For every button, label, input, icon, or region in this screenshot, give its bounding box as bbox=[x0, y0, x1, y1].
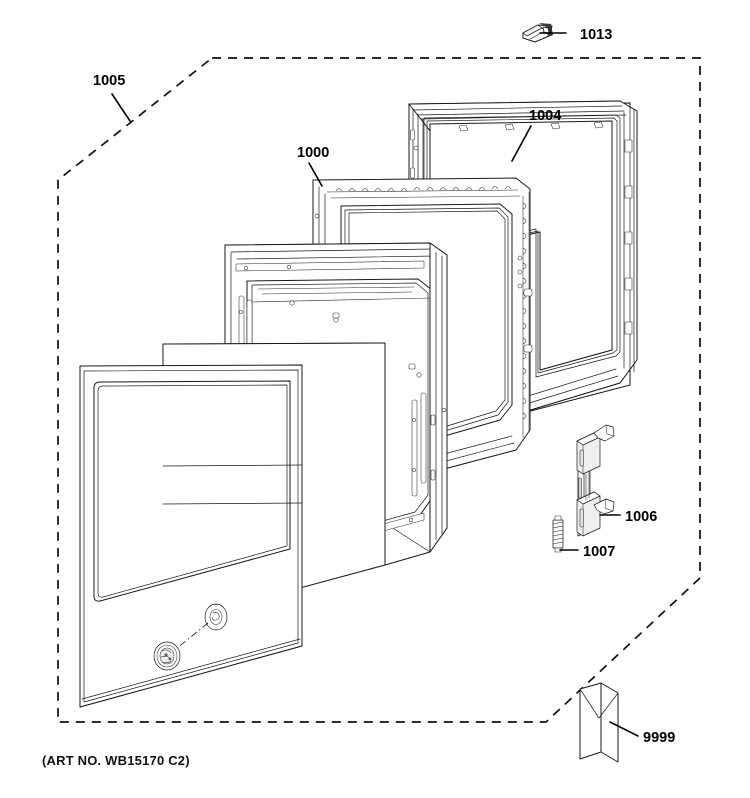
callout-leader-9999 bbox=[609, 721, 639, 737]
callout-label-1006: 1006 bbox=[625, 509, 657, 525]
callout-label-1013: 1013 bbox=[580, 27, 612, 43]
callout-leader-1005 bbox=[111, 93, 131, 122]
callout-1013: 1013 bbox=[539, 27, 612, 43]
callout-1004: 1004 bbox=[511, 108, 561, 162]
callout-layer: 1013 1005 1004 1000 1006 1007 9999 bbox=[93, 27, 675, 746]
part-outer-door-panel bbox=[79, 342, 386, 708]
part-1013-latch-key bbox=[522, 23, 553, 43]
callout-leader-1000 bbox=[308, 162, 323, 187]
callout-label-9999: 9999 bbox=[643, 730, 675, 746]
callout-1000: 1000 bbox=[297, 145, 329, 187]
callout-leader-1004 bbox=[511, 125, 532, 162]
callout-label-1004: 1004 bbox=[529, 108, 561, 124]
art-number-note: (ART NO. WB15170 C2) bbox=[42, 753, 190, 768]
part-1007-latch-spring bbox=[552, 515, 564, 553]
callout-1007: 1007 bbox=[559, 544, 615, 560]
callout-label-1000: 1000 bbox=[297, 145, 329, 161]
callout-label-1005: 1005 bbox=[93, 73, 125, 89]
callout-9999: 9999 bbox=[609, 721, 675, 746]
part-screw-cap-plug bbox=[153, 622, 209, 671]
assembly-leader-dashdot bbox=[175, 622, 209, 650]
callout-1005: 1005 bbox=[93, 73, 131, 122]
callout-1006: 1006 bbox=[599, 509, 657, 525]
callout-label-1007: 1007 bbox=[583, 544, 615, 560]
part-1006-latch-bar bbox=[576, 424, 615, 537]
assembly-boundary-dashed bbox=[57, 57, 701, 723]
